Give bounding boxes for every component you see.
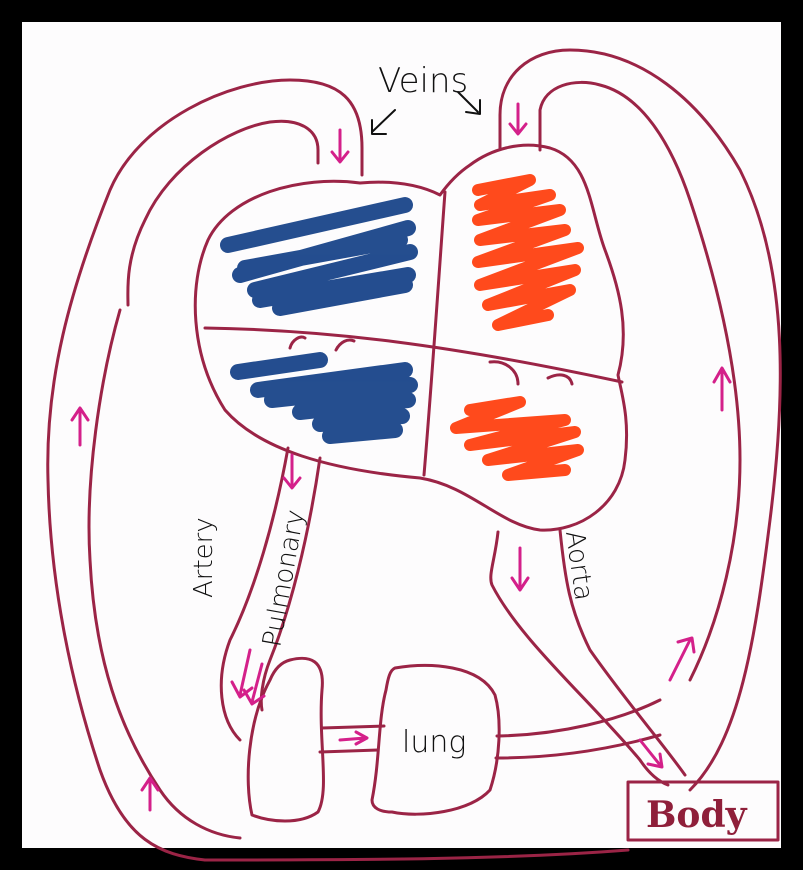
valve-left-b [336,340,354,350]
arrow-right-icon [340,732,367,744]
arrow-up-right-icon [670,638,694,680]
lung-connector-bottom [320,750,378,752]
heart-septum [424,192,445,475]
arrow-down-icon [510,104,526,134]
deoxygenated-fill-atrium [228,205,410,308]
arrow-up-icon [714,368,730,410]
deoxygenated-fill-ventricle [238,360,410,436]
oxygenated-fill-atrium [478,180,578,325]
label-pulmonary: Pulmonary [257,507,311,649]
valve-right-b [548,375,572,384]
lung-left [248,658,323,821]
valve-right-a [490,362,518,384]
arrow-up-icon [72,408,88,445]
vein-left-inner [48,80,362,860]
arrow-down-icon [512,548,528,590]
lung-outflow-top [497,700,660,736]
label-veins: Veins [378,61,468,101]
oxygenated-fill-ventricle [456,402,578,475]
label-body: Body [646,794,748,836]
veins-pointer-left-icon [372,110,395,134]
label-lung: lung [402,725,466,760]
label-artery-text: Artery [189,517,219,598]
valve-left-a [290,337,305,348]
label-aorta: Aorta [559,529,598,603]
arrow-down-left-icon [232,650,252,697]
body-return [205,850,628,860]
lung-connector-top [322,726,384,728]
arrow-down-icon [332,130,348,162]
